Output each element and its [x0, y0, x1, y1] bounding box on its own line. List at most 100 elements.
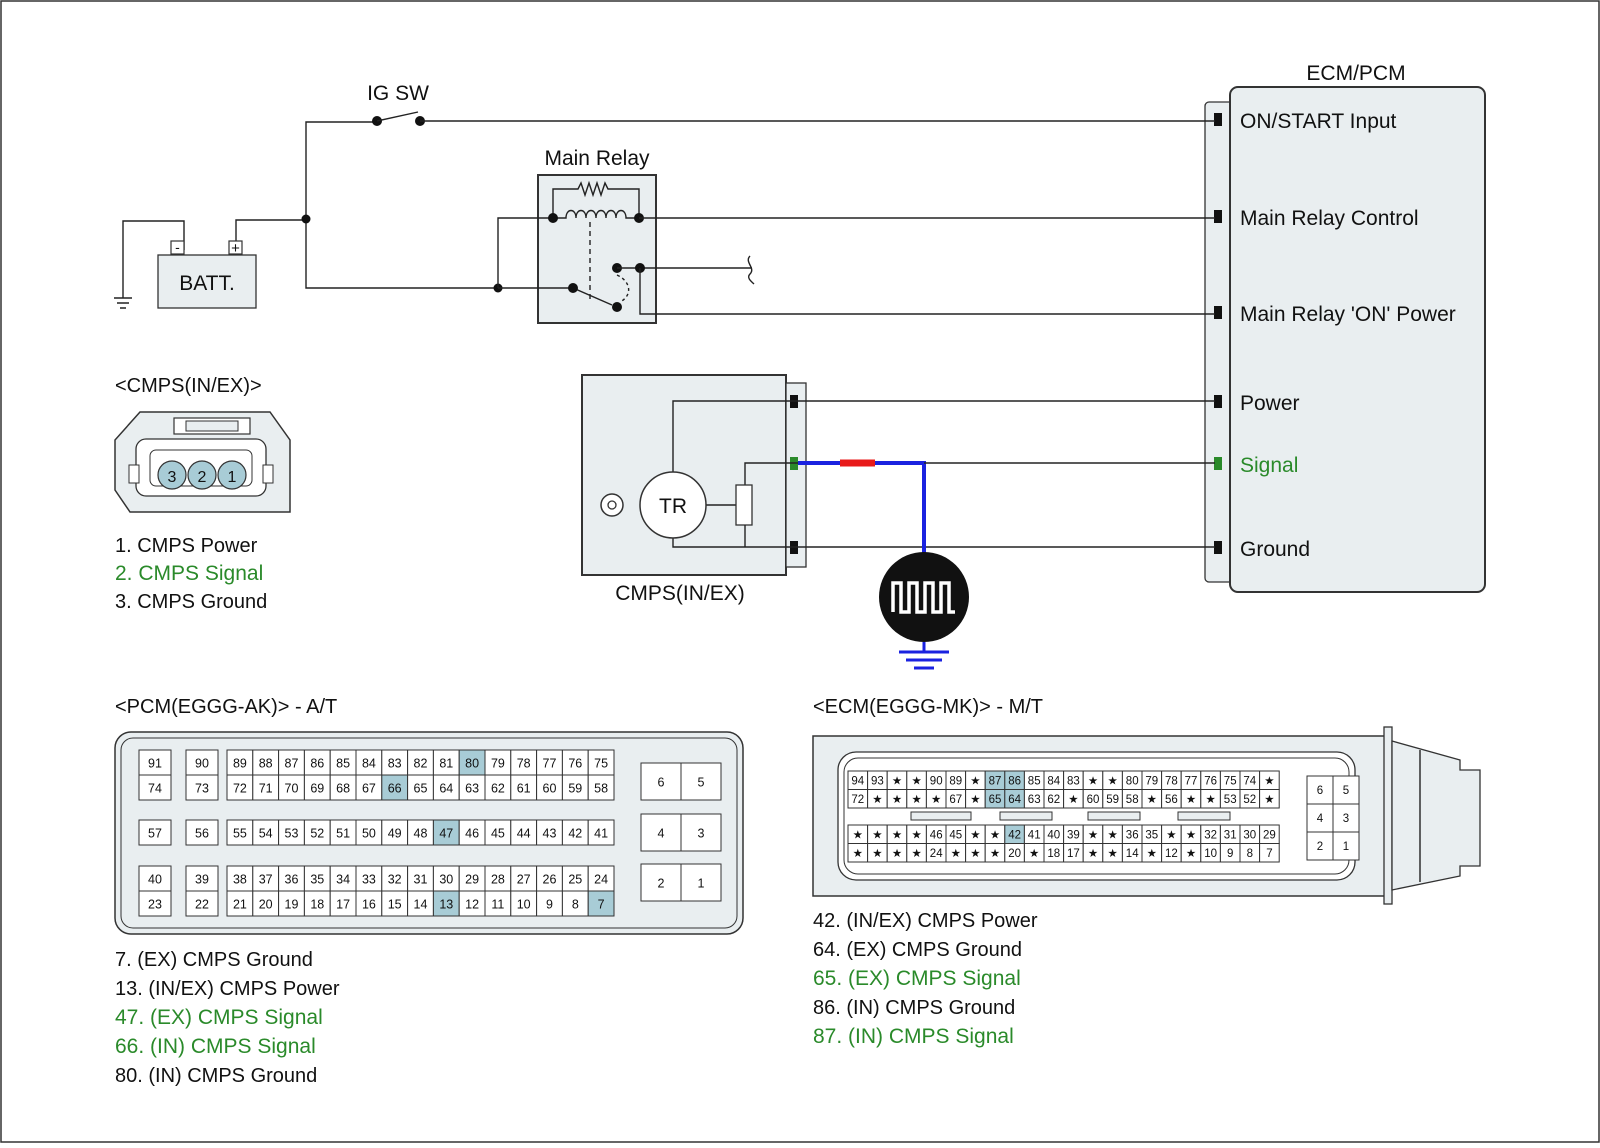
- pin-number: 39: [195, 873, 209, 887]
- pin-cell: [381, 749, 409, 776]
- sensor-label: CMPS(IN/EX): [615, 582, 745, 605]
- pin-number: ★: [1107, 829, 1117, 841]
- pin-number: 56: [1165, 794, 1178, 806]
- pin-number: 47: [439, 827, 453, 841]
- pin-number: 35: [1145, 829, 1158, 841]
- pin-cell: [303, 890, 331, 917]
- ecm-body: [1229, 86, 1486, 593]
- cmps-connector-title: <CMPS(IN/EX)>: [115, 375, 262, 397]
- pin-number: 91: [148, 757, 162, 771]
- pin-cell: [484, 774, 512, 801]
- pin-number: 14: [1126, 848, 1139, 860]
- pin-number: 80: [1126, 775, 1139, 787]
- legend-item: 2. CMPS Signal: [115, 562, 263, 585]
- sensor-resistor: [735, 484, 753, 526]
- pin-number: 53: [285, 827, 299, 841]
- pin-number: 7: [598, 898, 605, 912]
- pin-number: 20: [259, 898, 273, 912]
- pin-number: 5: [1343, 785, 1349, 797]
- pin-cell: [226, 865, 254, 892]
- pin-cell: [458, 819, 486, 846]
- pin-number: 64: [1008, 794, 1021, 806]
- pin-number: 2: [658, 877, 665, 891]
- ecm-connector-cable-boot: [1391, 740, 1481, 891]
- pin-cell: [587, 819, 615, 846]
- pin-number: ★: [970, 794, 980, 806]
- pin-number: ★: [892, 775, 902, 787]
- pin-number: 46: [930, 829, 943, 841]
- pin-number: ★: [990, 829, 1000, 841]
- pin-number: 12: [1165, 848, 1178, 860]
- legend-item: 80. (IN) CMPS Ground: [115, 1065, 317, 1087]
- pin-number: 37: [259, 873, 273, 887]
- pin-number: 63: [465, 782, 479, 796]
- relay-contact-arc: [616, 274, 630, 303]
- pin-number: 30: [439, 873, 453, 887]
- pin-number: 80: [465, 757, 479, 771]
- pin-number: ★: [911, 829, 921, 841]
- pin-number: 30: [1243, 829, 1256, 841]
- pin-number: ★: [853, 848, 863, 860]
- pin-number: 79: [491, 757, 505, 771]
- pin-number: 3: [1343, 813, 1349, 825]
- pin-number: 39: [1067, 829, 1080, 841]
- pin-cell: [432, 865, 460, 892]
- pin-number: 72: [233, 782, 247, 796]
- pin-cell: [355, 819, 383, 846]
- pin-number: 48: [414, 827, 428, 841]
- pin-cell: [510, 819, 538, 846]
- pin-number: 83: [1067, 775, 1080, 787]
- pin-number: 49: [388, 827, 402, 841]
- pin-number: ★: [1088, 848, 1098, 860]
- pin-number: 11: [491, 898, 504, 912]
- pin-number: 18: [1047, 848, 1060, 860]
- pin-number: ★: [970, 829, 980, 841]
- pin-cell: [640, 762, 682, 801]
- pin-number: 67: [949, 794, 962, 806]
- pin-cell: [1306, 831, 1334, 861]
- pin-number: ★: [1186, 829, 1196, 841]
- power-circuit: IG SW - + BATT. Main Relay: [114, 82, 1215, 324]
- pin-number: 86: [1008, 775, 1021, 787]
- pin-number: 28: [491, 873, 505, 887]
- pin-number: ★: [970, 775, 980, 787]
- main-relay-label: Main Relay: [544, 147, 650, 170]
- pin-label-on-start: ON/START Input: [1240, 110, 1397, 133]
- legend-item: 86. (IN) CMPS Ground: [813, 997, 1015, 1019]
- pin-number: 58: [594, 782, 608, 796]
- square-wave-icon: [891, 581, 955, 614]
- pin-number: 84: [362, 757, 376, 771]
- pin-cell: [226, 890, 254, 917]
- relay-on-power-wire: [639, 268, 1215, 315]
- pin-number: 20: [1008, 848, 1021, 860]
- pin-cell: [587, 749, 615, 776]
- pin-cell: [226, 774, 254, 801]
- battery-plus-sign: +: [231, 240, 240, 257]
- pin-number: ★: [1088, 829, 1098, 841]
- pin-number: 23: [148, 898, 162, 912]
- pin-cell: [355, 865, 383, 892]
- pin-cell: [329, 774, 357, 801]
- pin-number: 63: [1028, 794, 1041, 806]
- pin-cell: [680, 863, 722, 902]
- battery-plus-wire: [235, 219, 306, 250]
- pin-number: 6: [1317, 785, 1323, 797]
- pin-number: 33: [362, 873, 376, 887]
- pin-cell: [185, 749, 219, 776]
- cmps-pin-2: [187, 460, 217, 490]
- pin-cell: [536, 774, 563, 801]
- pcm-connector-title: <PCM(EGGG-AK)> - A/T: [115, 696, 337, 718]
- pin-number: 45: [949, 829, 962, 841]
- pin-cell: [407, 774, 434, 801]
- pin-number: 93: [871, 775, 884, 787]
- relay-coil: [553, 209, 639, 219]
- pin-cell: [680, 813, 722, 852]
- battery-plus-terminal: [228, 240, 243, 255]
- pin-number: 74: [1243, 775, 1256, 787]
- cmps-pin-label: 2: [198, 469, 207, 486]
- pin-number: 74: [148, 782, 162, 796]
